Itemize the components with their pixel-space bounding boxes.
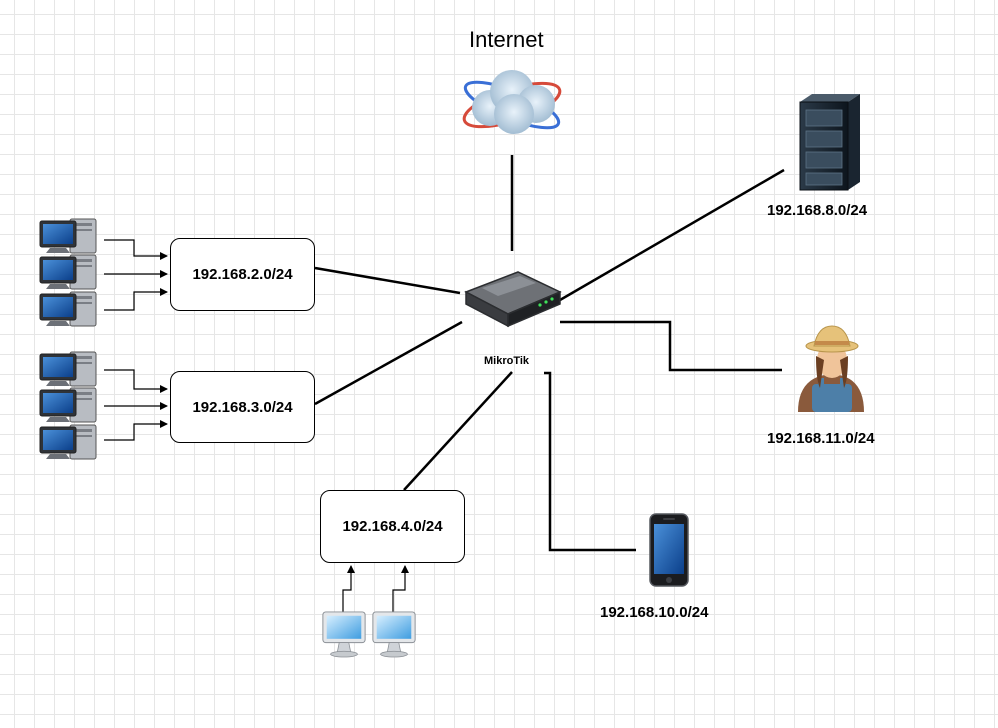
arrow-mon1-s4: [342, 565, 355, 612]
user-subnet-label: 192.168.11.0/24: [767, 430, 875, 447]
subnet-label: 192.168.3.0/24: [192, 398, 293, 416]
subnet-box-192-168-3: 192.168.3.0/24: [170, 371, 315, 443]
internet-label: Internet: [469, 27, 544, 52]
server-subnet-label: 192.168.8.0/24: [767, 202, 868, 219]
arrow-mon2-s4: [392, 565, 409, 612]
smartphone-icon: [649, 513, 689, 587]
pc-arrows: [104, 239, 409, 612]
monitor-icon: [322, 611, 416, 658]
link-s3-router: [314, 320, 463, 406]
phone-subnet-label: 192.168.10.0/24: [600, 604, 709, 621]
router-icon: [464, 271, 562, 328]
subnet-box-192-168-4: 192.168.4.0/24: [320, 490, 465, 563]
subnet-label: 192.168.2.0/24: [192, 266, 293, 283]
desktop-computer-icon: [39, 218, 97, 460]
subnet-label: 192.168.4.0/24: [342, 518, 443, 535]
router-label: MikroTik: [484, 355, 530, 367]
link-s4-router: [403, 371, 513, 491]
farmer-user-icon: [798, 325, 864, 412]
link-user-router: [560, 320, 782, 372]
link-server-router: [559, 168, 785, 302]
link-phone-router: [544, 371, 636, 552]
arrow-pc6-s3: [104, 420, 168, 441]
arrow-pc1-s2: [104, 239, 168, 260]
internet-cloud-icon: [462, 70, 562, 134]
subnet-box-192-168-2: 192.168.2.0/24: [170, 238, 315, 311]
arrow-pc4-s3: [104, 369, 168, 393]
link-s2-router: [314, 266, 461, 295]
connection-lines: [314, 155, 785, 552]
arrow-pc3-s2: [104, 288, 168, 311]
server-rack-icon: [799, 94, 860, 191]
